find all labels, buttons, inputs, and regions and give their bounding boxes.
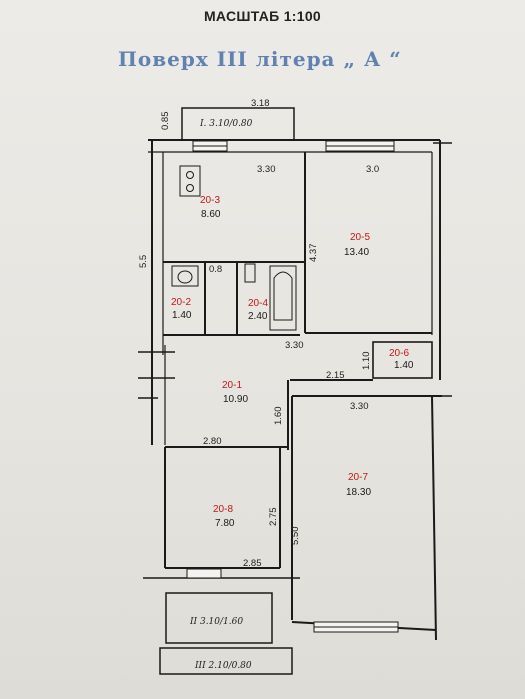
room-id: 20-4 <box>248 298 268 309</box>
windows <box>186 140 399 633</box>
dim-room8-height: 2.75 <box>268 508 279 527</box>
dim-room5-height: 4.37 <box>308 244 319 263</box>
sink <box>244 263 256 283</box>
dim-corridor-width: 3.30 <box>285 340 304 351</box>
room-area: 8.60 <box>201 209 221 220</box>
fixtures <box>171 165 297 331</box>
bathtub <box>269 265 297 331</box>
dim-room7-height: 5.50 <box>290 527 301 546</box>
room6-outline <box>372 341 433 379</box>
dim-corridor-height: 1.60 <box>273 407 284 426</box>
room-id: 20-3 <box>200 195 220 206</box>
toilet-bowl-icon <box>177 270 193 284</box>
walls <box>138 107 452 675</box>
stove <box>179 165 201 197</box>
balcony-2-label: ІІ 3.10/1.60 <box>189 617 243 627</box>
toilet <box>171 265 199 287</box>
balcony-3-label: ІІІ 2.10/0.80 <box>194 661 252 671</box>
dim-bath-gap: 0.8 <box>209 264 222 275</box>
dim-room5-width: 3.0 <box>366 164 379 175</box>
room-area: 1.40 <box>172 310 192 321</box>
room-id: 20-7 <box>348 472 368 483</box>
room-area: 13.40 <box>344 247 369 258</box>
dim-room7-width: 3.30 <box>350 401 369 412</box>
room-id: 20-5 <box>350 232 370 243</box>
stove-burner-icon <box>186 184 194 192</box>
room-area: 7.80 <box>215 518 235 529</box>
room-id: 20-8 <box>213 504 233 515</box>
dim-left-height: 5.5 <box>138 255 149 268</box>
room-id: 20-6 <box>389 348 409 359</box>
room-area: 18.30 <box>346 487 371 498</box>
dim-room6-height: 1.10 <box>361 352 372 371</box>
bathtub-inner-icon <box>273 271 293 321</box>
room-id: 20-1 <box>222 380 242 391</box>
balcony-2-outline <box>165 592 273 644</box>
dim-room8-top-width: 2.80 <box>203 436 222 447</box>
window-room8 <box>186 568 222 579</box>
floor-stamp: Поверх III літера „ А “ <box>118 47 402 71</box>
room-area: 2.40 <box>248 311 268 322</box>
balcony-top-label: І. 3.10/0.80 <box>199 119 253 129</box>
balcony-3-outline <box>159 647 293 675</box>
room-area: 10.90 <box>223 394 248 405</box>
dim-kitchen-width: 3.30 <box>257 164 276 175</box>
dim-corridor-step: 2.15 <box>326 370 345 381</box>
room-area: 1.40 <box>394 360 414 371</box>
dim-top-height: 0.85 <box>160 112 171 131</box>
dim-room8-bottom-width: 2.85 <box>243 558 262 569</box>
scale-title: МАСШТАБ 1:100 <box>203 8 322 24</box>
stove-burner-icon <box>186 171 194 179</box>
dim-top-width: 3.18 <box>251 98 270 109</box>
wall-room7-right <box>431 395 437 641</box>
room-id: 20-2 <box>171 297 191 308</box>
